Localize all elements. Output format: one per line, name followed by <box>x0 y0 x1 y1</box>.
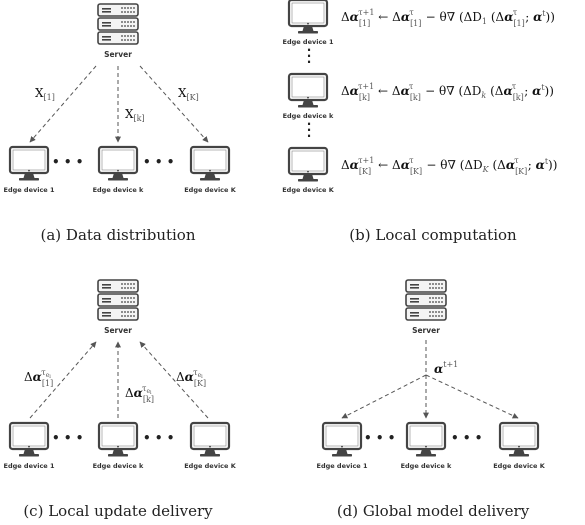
monitor-icon <box>189 145 231 182</box>
device-label-K: Edge device K <box>184 462 236 470</box>
monitor-icon <box>8 145 50 182</box>
panel-d: Server αt+1 • • • • • • Edge device 1 Ed… <box>317 279 546 520</box>
vertical-dot: · <box>307 49 312 63</box>
arrow-label-x1: X[1] <box>35 86 55 102</box>
device-label-1: Edge device 1 <box>4 462 55 470</box>
monitor-icon <box>287 0 329 35</box>
global-model-label: αt+1 <box>434 360 458 376</box>
ellipsis: • • • <box>52 431 83 445</box>
update-label-1: Δα[1]τel <box>24 368 53 388</box>
monitor-icon <box>189 421 231 458</box>
ellipsis: • • • <box>143 431 174 445</box>
arrow-to-device-K <box>139 65 209 143</box>
monitor-icon <box>97 145 139 182</box>
update-label-k: Δα[k]τel <box>125 384 154 404</box>
device-label-k: Edge device k <box>401 462 452 470</box>
equation-1: Δα[1]τ+1 ← Δα[1]τ − θ∇ (ΔD1 (Δα[1]τ; αt)… <box>341 8 555 28</box>
monitor-icon <box>97 421 139 458</box>
vertical-dot: · <box>307 129 312 143</box>
arrow-from-device-K <box>139 341 209 419</box>
panel-a: Server X[1] X[k] X[K] • • • • • • Edge d… <box>4 3 237 244</box>
vertical-dot: · <box>307 55 312 69</box>
arrow-to-device-K <box>425 374 519 419</box>
device-label-K: Edge device K <box>282 186 334 194</box>
panel-c: Server Δα[1]τel Δα[k]τel Δα[K]τel • • • … <box>4 279 237 520</box>
device-label-1: Edge device 1 <box>4 186 55 194</box>
equation-k: Δα[k]τ+1 ← Δα[k]τ − θ∇ (ΔDk (Δα[k]τ; αt)… <box>341 82 554 102</box>
device-label-1: Edge device 1 <box>283 38 334 46</box>
vertical-dot: · <box>307 123 312 137</box>
vertical-dot: · <box>307 117 312 131</box>
device-label-k: Edge device k <box>93 462 144 470</box>
arrow-to-device-1 <box>29 65 97 143</box>
server-label: Server <box>104 50 132 59</box>
panel-b: Edge device 1 · · · Edge device k · · · … <box>282 0 557 244</box>
caption-a: (a) Data distribution <box>41 226 196 244</box>
monitor-icon <box>321 421 363 458</box>
server-icon <box>97 3 139 45</box>
server-label: Server <box>104 326 132 335</box>
device-label-k: Edge device k <box>93 186 144 194</box>
server-icon <box>405 279 447 321</box>
monitor-icon <box>287 72 329 109</box>
device-label-K: Edge device K <box>184 186 236 194</box>
ellipsis: • • • <box>143 155 174 169</box>
arrow-from-device-1 <box>29 341 97 419</box>
monitor-icon <box>8 421 50 458</box>
arrow-label-xk: X[k] <box>125 107 145 123</box>
device-label-k: Edge device k <box>283 112 334 120</box>
ellipsis: • • • <box>52 155 83 169</box>
arrow-to-device-1 <box>341 374 427 419</box>
arrow-label-xK: X[K] <box>178 86 199 102</box>
device-label-K: Edge device K <box>493 462 545 470</box>
caption-d: (d) Global model delivery <box>337 502 530 520</box>
update-label-K: Δα[K]τel <box>176 368 206 388</box>
device-label-1: Edge device 1 <box>317 462 368 470</box>
caption-b: (b) Local computation <box>349 226 517 244</box>
ellipsis: • • • <box>364 431 395 445</box>
monitor-icon <box>498 421 540 458</box>
ellipsis: • • • <box>451 431 482 445</box>
monitor-icon <box>405 421 447 458</box>
caption-c: (c) Local update delivery <box>23 502 213 520</box>
server-label: Server <box>412 326 440 335</box>
equation-K: Δα[K]τ+1 ← Δα[K]τ − θ∇ (ΔDK (Δα[K]τ; αt)… <box>341 156 557 176</box>
server-icon <box>97 279 139 321</box>
vertical-dot: · <box>307 43 312 57</box>
monitor-icon <box>287 146 329 183</box>
